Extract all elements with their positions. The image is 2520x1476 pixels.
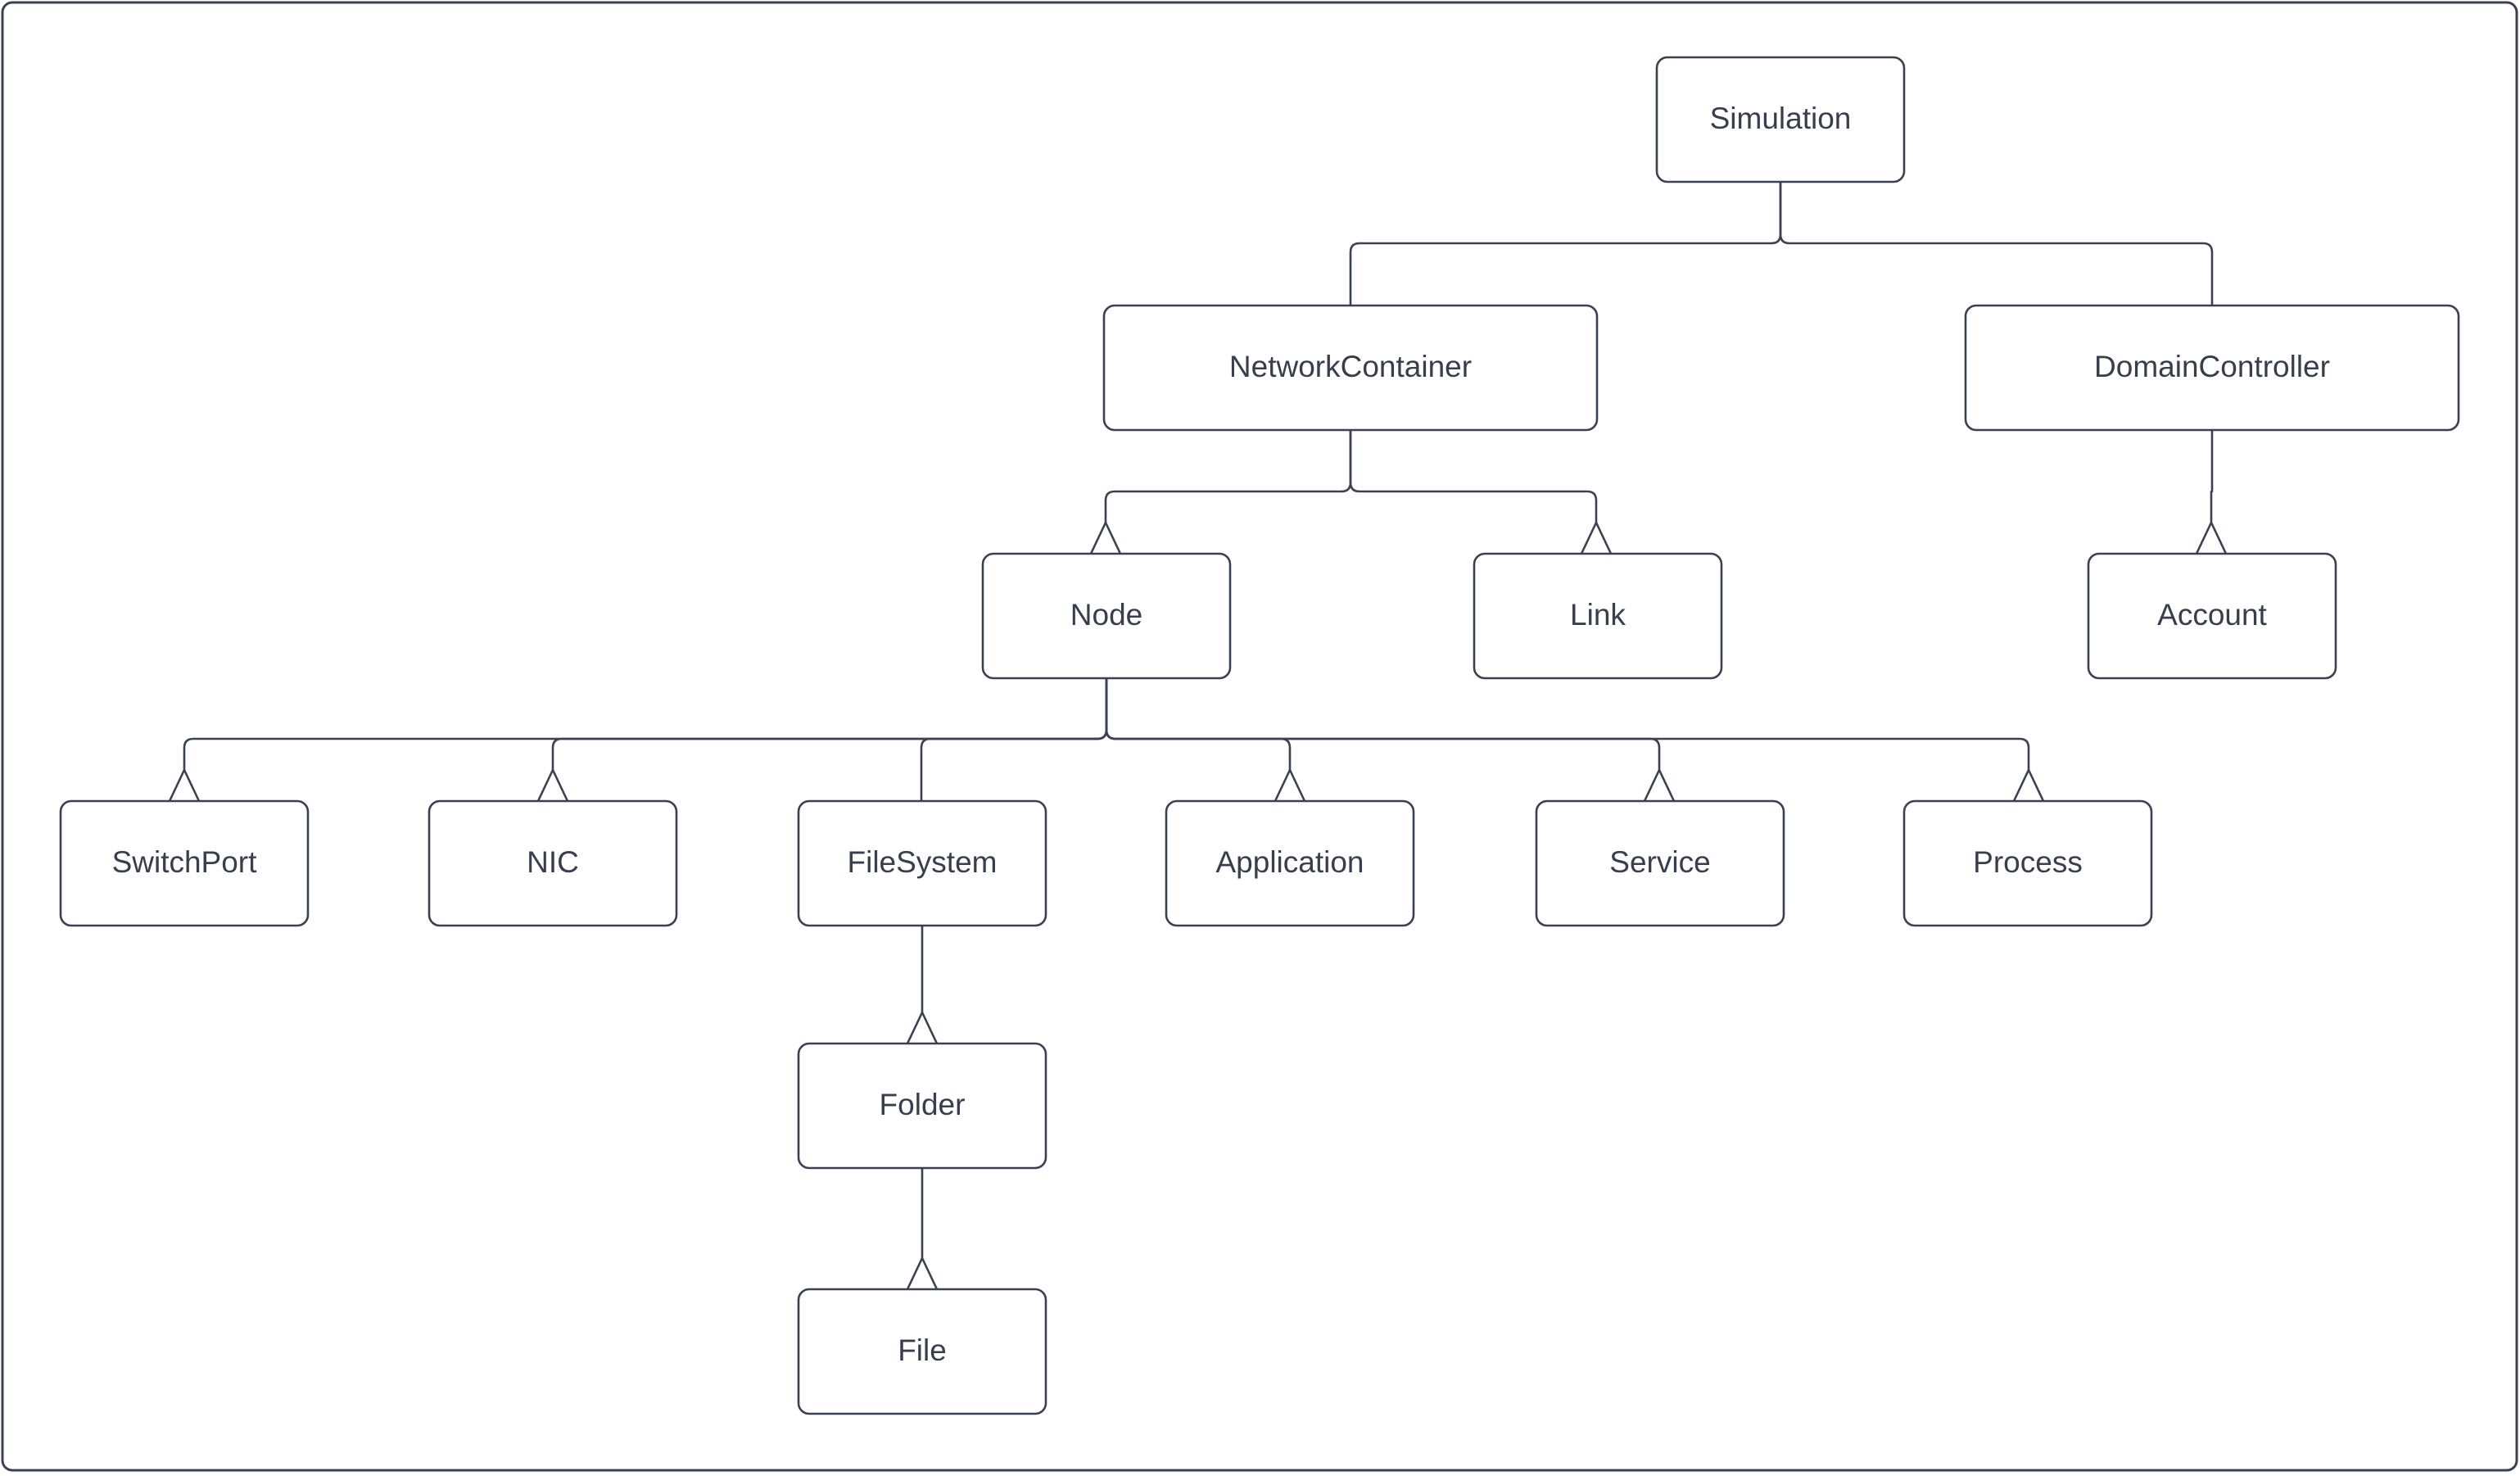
class-node-label: Application	[1215, 845, 1364, 879]
generalization-arrowhead-icon	[1581, 523, 1611, 554]
class-node-label: Simulation	[1710, 102, 1852, 135]
edge-node-to-filesystem	[921, 678, 1106, 801]
class-node-label: Service	[1609, 845, 1710, 879]
generalization-arrowhead-icon	[1275, 770, 1305, 801]
class-node-label: NIC	[527, 845, 579, 879]
class-node-label: FileSystem	[848, 845, 998, 879]
class-node-label: Process	[1973, 845, 2083, 879]
class-node-account[interactable]: Account	[2088, 554, 2336, 678]
edge-line	[1106, 678, 2029, 770]
edge-simulation-to-networkcontainer	[1350, 182, 1780, 306]
edge-line	[1106, 430, 1350, 523]
generalization-arrowhead-icon	[170, 770, 199, 801]
class-node-label: File	[898, 1333, 947, 1367]
class-node-service[interactable]: Service	[1536, 801, 1784, 926]
edge-line	[1106, 678, 1290, 770]
generalization-arrowhead-icon	[907, 1258, 937, 1289]
class-node-label: DomainController	[2094, 350, 2330, 383]
class-node-process[interactable]: Process	[1904, 801, 2151, 926]
generalization-arrowhead-icon	[1091, 523, 1120, 554]
class-node-nic[interactable]: NIC	[429, 801, 676, 926]
edge-domaincontroller-to-account	[2197, 430, 2226, 554]
class-node-label: Link	[1570, 598, 1626, 632]
class-node-application[interactable]: Application	[1166, 801, 1414, 926]
edge-line	[1106, 678, 1659, 770]
generalization-arrowhead-icon	[907, 1012, 937, 1044]
edge-node-to-process	[1106, 678, 2043, 801]
node-layer: SimulationNetworkContainer DomainControll…	[61, 57, 2459, 1414]
class-node-link[interactable]: Link	[1474, 554, 1721, 678]
class-node-filesystem[interactable]: FileSystem	[799, 801, 1046, 926]
class-node-label: Folder	[880, 1088, 966, 1121]
class-node-label: NetworkContainer	[1229, 350, 1472, 383]
edge-line	[1350, 430, 1596, 523]
generalization-arrowhead-icon	[538, 770, 568, 801]
edge-line	[553, 678, 1106, 770]
edge-line	[1780, 182, 2212, 306]
edge-line	[2211, 430, 2212, 523]
edge-folder-to-file	[907, 1168, 937, 1289]
generalization-arrowhead-icon	[2014, 770, 2043, 801]
edge-networkcontainer-to-node	[1091, 430, 1350, 554]
edge-simulation-to-domaincontroller	[1780, 182, 2212, 306]
edge-line	[184, 678, 1106, 770]
class-node-node[interactable]: Node	[983, 554, 1230, 678]
edge-line	[1350, 182, 1780, 306]
generalization-arrowhead-icon	[1645, 770, 1674, 801]
class-node-domaincontroller[interactable]: DomainController	[1966, 306, 2459, 430]
edge-filesystem-to-folder	[907, 926, 937, 1044]
class-node-simulation[interactable]: Simulation	[1657, 57, 1904, 182]
generalization-arrowhead-icon	[2197, 523, 2226, 554]
class-node-label: Account	[2157, 598, 2267, 632]
edge-networkcontainer-to-link	[1350, 430, 1611, 554]
edge-line	[921, 678, 1106, 801]
class-node-switchport[interactable]: SwitchPort	[61, 801, 308, 926]
class-node-networkcontainer[interactable]: NetworkContainer	[1104, 306, 1597, 430]
class-node-label: Node	[1070, 598, 1142, 632]
class-node-label: SwitchPort	[112, 845, 258, 879]
class-node-file[interactable]: File	[799, 1289, 1046, 1414]
class-node-folder[interactable]: Folder	[799, 1044, 1046, 1168]
